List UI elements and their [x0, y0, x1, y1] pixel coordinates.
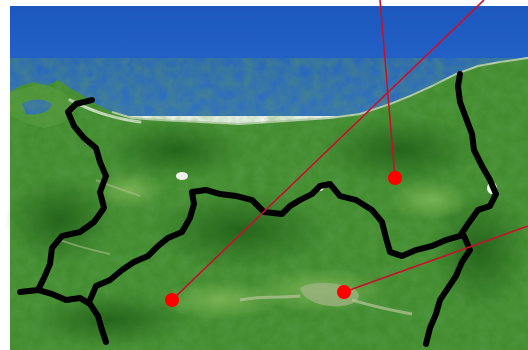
red-dot-marker-icon[interactable] — [337, 285, 351, 299]
red-dot-marker-icon[interactable] — [165, 293, 179, 307]
mountain-shade — [150, 190, 330, 270]
lowland-patch — [160, 280, 280, 320]
river-valley — [59, 179, 141, 255]
cloud-patch — [176, 172, 188, 180]
mountain-shade — [320, 115, 480, 185]
leader-line — [171, 0, 485, 301]
mountain-shade — [5, 175, 115, 265]
leader-line — [379, 0, 396, 179]
lowland-patch — [390, 180, 470, 220]
border-west — [17, 97, 109, 295]
mountain-shade — [30, 292, 190, 348]
river-valley — [239, 294, 413, 316]
mountain-shade — [105, 120, 245, 180]
border-east-south — [423, 233, 473, 347]
red-dot-marker-icon[interactable] — [388, 171, 402, 185]
border-west-south — [35, 287, 109, 345]
lowland-patch — [95, 172, 165, 208]
border-center — [87, 71, 499, 303]
leader-line — [343, 225, 528, 293]
